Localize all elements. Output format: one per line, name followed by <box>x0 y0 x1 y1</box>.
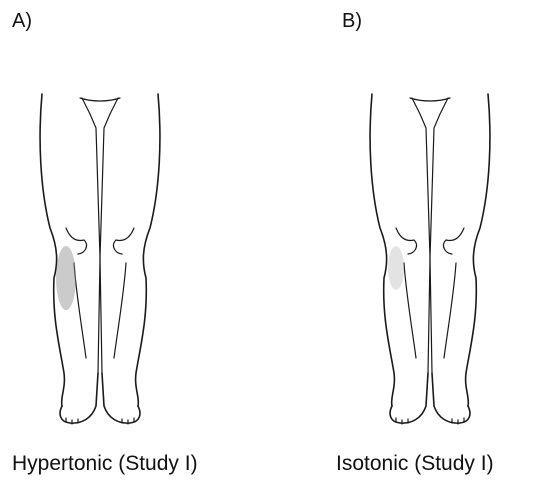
panel-a-label: A) <box>12 10 32 33</box>
injection-shading <box>388 246 404 290</box>
panel-b-legs-illustration <box>360 88 500 428</box>
panel-b-label: B) <box>342 10 362 33</box>
injection-shading <box>56 246 76 310</box>
panel-a-caption: Hypertonic (Study I) <box>12 452 198 476</box>
panel-b-caption: Isotonic (Study I) <box>336 452 494 476</box>
panel-a-legs-illustration <box>30 88 170 428</box>
legs-outline <box>370 94 490 424</box>
